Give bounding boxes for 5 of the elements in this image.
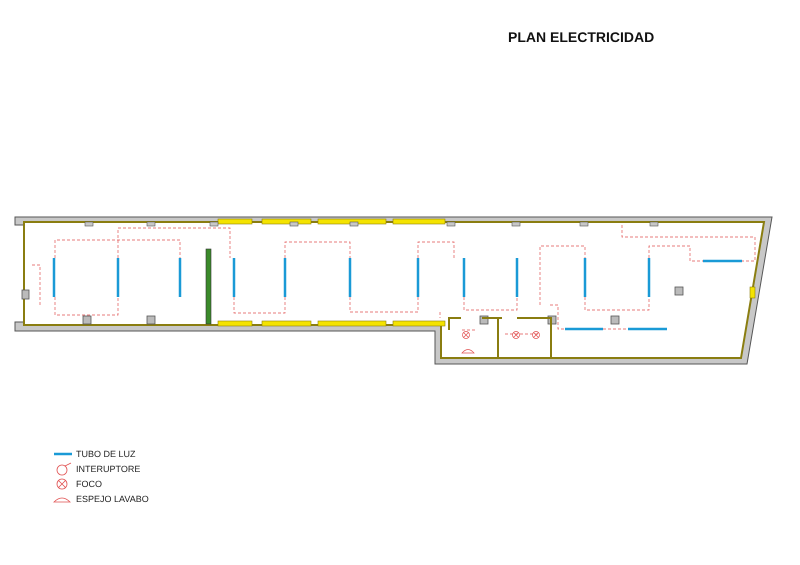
- legend-label: FOCO: [76, 479, 102, 489]
- legend-label: TUBO DE LUZ: [76, 449, 136, 459]
- legend-label: INTERUPTORE: [76, 464, 140, 474]
- plan-title: PLAN ELECTRICIDAD: [508, 29, 654, 45]
- legend-label: ESPEJO LAVABO: [76, 494, 149, 504]
